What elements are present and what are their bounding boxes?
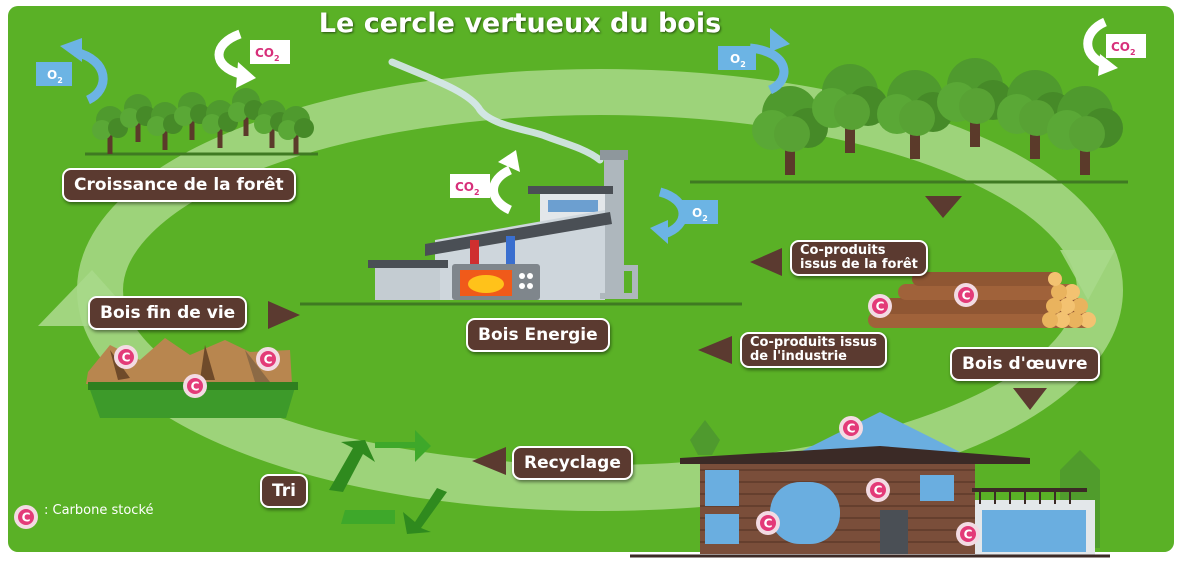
carbon-marker-skip-3 — [183, 374, 207, 398]
label-bois-oeuvre: Bois d'œuvre — [950, 347, 1100, 381]
carbon-marker-skip-2 — [256, 347, 280, 371]
svg-text:CO2: CO2 — [255, 46, 280, 63]
svg-text:O2: O2 — [47, 68, 63, 85]
svg-text:CO2: CO2 — [1111, 40, 1136, 57]
pointer-left-coproduits-industrie-icon — [698, 336, 732, 364]
co2-label-3: CO — [455, 180, 474, 194]
o2-release-icon-right: O2 — [718, 28, 790, 95]
carbon-marker-logs-2 — [954, 283, 978, 307]
label-coproduits-foret: Co-produits issus de la forêt — [790, 240, 928, 276]
co2-absorb-icon: CO2 — [214, 29, 290, 88]
legend: : Carbone stocké — [14, 503, 154, 518]
co2-absorb-icon-right: CO2 — [1083, 17, 1146, 76]
label-recyclage: Recyclage — [512, 446, 633, 480]
co2-sub-2: 2 — [1130, 48, 1136, 57]
pointer-right-fin-de-vie-icon — [268, 301, 300, 329]
o2-release-icon: O2 — [36, 38, 108, 105]
pointer-down-bois-oeuvre-icon — [1013, 388, 1047, 410]
o2-absorb-icon: O2 — [650, 187, 718, 244]
carbon-marker-skip-1 — [114, 345, 138, 369]
o2-label-1: O — [47, 68, 57, 82]
o2-sub-3: 2 — [702, 214, 708, 223]
label-tri: Tri — [260, 474, 308, 508]
label-bois-fin-de-vie: Bois fin de vie — [88, 296, 248, 330]
legend-text: : Carbone stocké — [44, 503, 154, 518]
power-plant-illustration — [300, 150, 742, 306]
label-bois-energie: Bois Energie — [466, 318, 610, 352]
carbon-marker-house-4 — [956, 522, 980, 546]
log-pile-illustration — [868, 272, 1096, 328]
smoke-plume — [388, 58, 604, 164]
co2-sub-1: 2 — [274, 54, 280, 63]
svg-text:O2: O2 — [730, 52, 746, 69]
co2-label-1: CO — [255, 46, 274, 60]
recycling-symbol-illustration — [329, 430, 447, 534]
co2-label-2: CO — [1111, 40, 1130, 54]
pointer-down-forest-icon — [925, 196, 962, 218]
carbon-marker-logs-1 — [868, 294, 892, 318]
diagram-title: Le cercle vertueux du bois — [318, 8, 722, 39]
o2-sub-2: 2 — [740, 60, 746, 69]
svg-text:CO2: CO2 — [455, 180, 480, 197]
wooden-house-illustration — [630, 412, 1110, 558]
carbon-marker-house-1 — [839, 416, 863, 440]
o2-label-2: O — [730, 52, 740, 66]
pointer-left-recyclage-icon — [472, 447, 506, 475]
mature-forest-illustration — [690, 58, 1128, 184]
label-croissance-foret: Croissance de la forêt — [62, 168, 296, 202]
co2-emission-icon: CO2 — [450, 150, 520, 215]
pointer-left-coproduits-foret-icon — [750, 248, 782, 276]
o2-sub-1: 2 — [57, 76, 63, 85]
label-coproduits-industrie: Co-produits issus de l'industrie — [740, 332, 887, 368]
carbon-marker-house-2 — [866, 478, 890, 502]
co2-sub-3: 2 — [474, 188, 480, 197]
young-forest-illustration — [85, 88, 318, 156]
carbon-marker-house-3 — [756, 511, 780, 535]
o2-label-3: O — [692, 206, 702, 220]
svg-text:O2: O2 — [692, 206, 708, 223]
cycle-arrowhead-right — [1060, 250, 1115, 300]
